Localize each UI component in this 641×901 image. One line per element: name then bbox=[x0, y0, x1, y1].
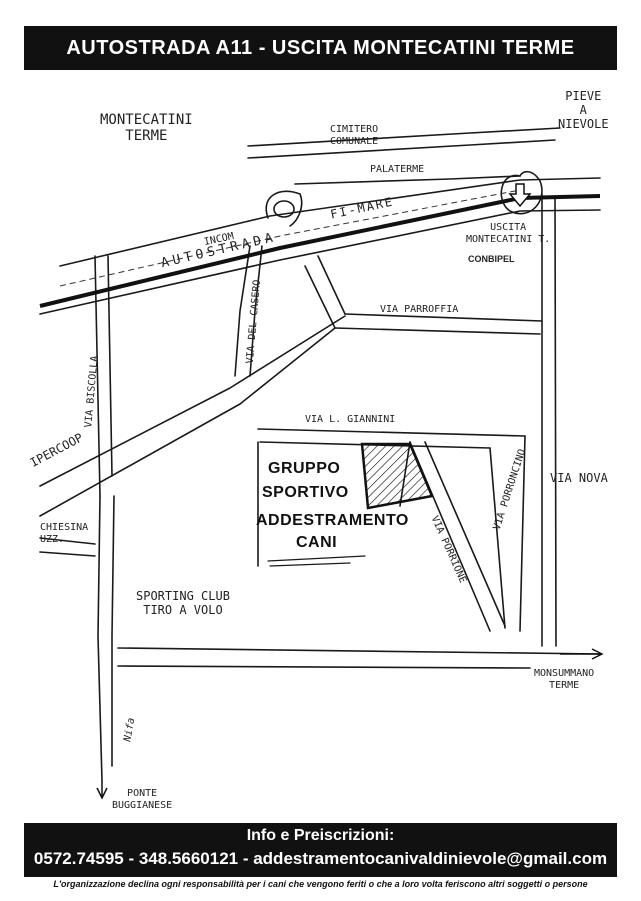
venue-name-line3: ADDESTRAMENTO bbox=[256, 512, 409, 529]
venue-name-line2: SPORTIVO bbox=[262, 484, 349, 501]
road-diagonal-left-b bbox=[39, 327, 336, 517]
road-via-biscolla-b bbox=[107, 255, 113, 477]
road-via-porroncino-a bbox=[489, 447, 506, 629]
road-chiesina-b bbox=[39, 551, 96, 557]
road-via-biscolla-a bbox=[94, 255, 101, 497]
label-conbipel: CONBIPEL bbox=[468, 254, 515, 264]
footer-banner: Info e Preiscrizioni: 0572.74595 - 348.5… bbox=[24, 823, 617, 877]
road-cimitero-edge bbox=[247, 139, 556, 159]
road-chiesina-a bbox=[39, 537, 96, 545]
road-ponte-a bbox=[97, 495, 103, 782]
road-monsummano-b bbox=[117, 665, 531, 669]
road-ponte-b bbox=[111, 495, 115, 767]
header-banner: AUTOSTRADA A11 - USCITA MONTECATINI TERM… bbox=[24, 26, 617, 70]
autostrada-lower bbox=[39, 209, 601, 315]
roundabout-left bbox=[273, 200, 295, 218]
exit-arrow-icon bbox=[508, 183, 532, 208]
arrow-to-ponte-icon bbox=[96, 781, 108, 800]
footer-contacts: 0572.74595 - 348.5660121 - addestramento… bbox=[33, 849, 608, 868]
road-via-casero-b bbox=[249, 245, 263, 377]
road-palaterme bbox=[294, 175, 521, 185]
venue-underline bbox=[267, 555, 366, 562]
label-via-nova: VIA NOVA bbox=[550, 471, 608, 485]
road-via-porroncino-b bbox=[519, 435, 526, 632]
autostrada-upper bbox=[59, 177, 601, 267]
road-via-casero-a bbox=[234, 245, 251, 377]
road-via-parroffia bbox=[344, 313, 543, 322]
road-via-parroffia-edge bbox=[334, 327, 541, 335]
footer-title: Info e Preiscrizioni: bbox=[246, 827, 395, 844]
autostrada-centerline bbox=[39, 194, 601, 308]
header-title: AUTOSTRADA A11 - USCITA MONTECATINI TERM… bbox=[66, 36, 575, 59]
label-via-parroffia: VIA PARROFFIA bbox=[380, 304, 459, 315]
venue-name-line4: CANI bbox=[296, 534, 338, 551]
road-diagonal-left-a bbox=[39, 315, 346, 487]
road-cimitero bbox=[247, 127, 561, 147]
footer-disclaimer: L'organizzazione declina ogni responsabi… bbox=[53, 879, 588, 889]
venue-location-marker bbox=[360, 442, 434, 510]
arrow-to-monsummano-icon bbox=[560, 648, 604, 660]
road-connector-b bbox=[304, 265, 336, 329]
road-via-nova-b bbox=[554, 195, 557, 647]
road-monsummano-a bbox=[117, 647, 601, 655]
roundabout-left-ramps bbox=[265, 190, 303, 227]
venue-underline-2 bbox=[269, 562, 351, 567]
road-connector-a bbox=[317, 255, 346, 315]
autostrada-lane bbox=[59, 189, 521, 287]
road-network bbox=[39, 127, 604, 800]
label-palaterme: PALATERME bbox=[370, 164, 425, 175]
label-via-giannini: VIA L. GIANNINI bbox=[305, 414, 396, 425]
venue-name-line1: GRUPPO bbox=[268, 460, 341, 477]
exit-loop bbox=[500, 170, 543, 215]
road-via-giannini bbox=[257, 428, 526, 437]
road-via-porrione-b bbox=[424, 441, 506, 627]
